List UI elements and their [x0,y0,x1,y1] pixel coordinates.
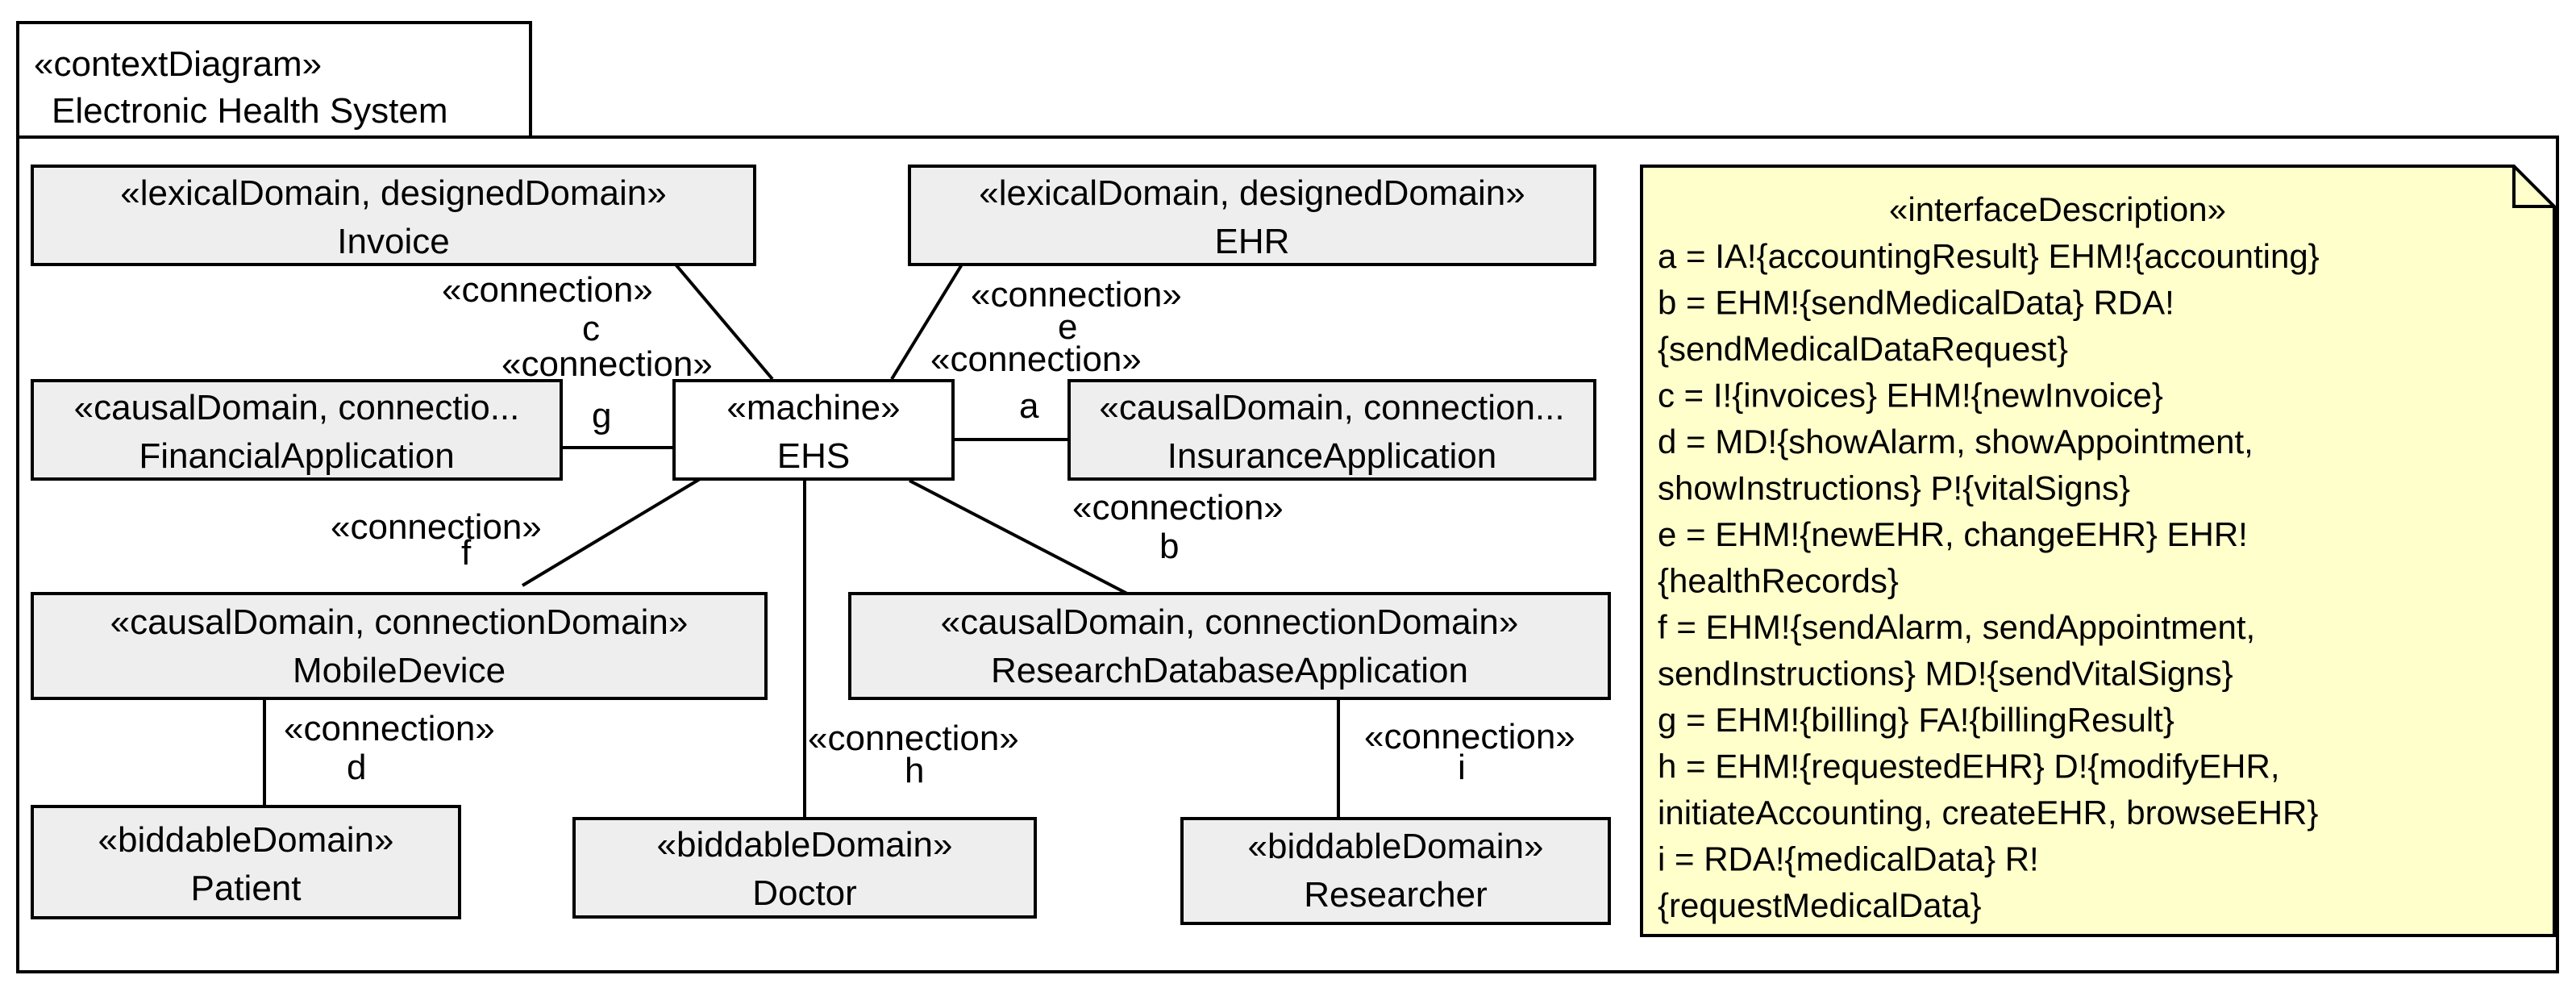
domain-doctor-stereotype: «biddableDomain» [657,825,953,865]
interface-description-line: showInstructions} P!{vitalSigns} [1658,469,2130,507]
connection-label-e: e [1058,307,1077,347]
interface-description-line: g = EHM!{billing} FA!{billingResult} [1658,701,2174,739]
connection-stereotype-i: «connection» [1364,717,1575,756]
domain-research-database-application[interactable]: «causalDomain, connectionDomain» Researc… [848,592,1611,700]
frame-title: Electronic Health System [52,91,448,131]
frame-stereotype: «contextDiagram» [34,44,322,84]
domain-researcher-name: Researcher [1304,875,1487,915]
connection-label-g: g [592,396,611,435]
domain-insurance-application-stereotype: «causalDomain, connection... [1099,388,1564,427]
domain-ehr[interactable]: «lexicalDomain, designedDomain» EHR [908,165,1596,266]
interface-description-line: h = EHM!{requestedEHR} D!{modifyEHR, [1658,748,2280,786]
interface-description-line: initiateAccounting, createEHR, browseEHR… [1658,794,2318,831]
domain-machine-stereotype: «machine» [726,388,900,427]
connection-stereotype-b: «connection» [1072,488,1284,527]
interface-description-line: f = EHM!{sendAlarm, sendAppointment, [1658,608,2255,646]
interface-description-line: sendInstructions} MD!{sendVitalSigns} [1658,655,2233,693]
domain-researcher[interactable]: «biddableDomain» Researcher [1180,817,1611,925]
domain-research-database-name: ResearchDatabaseApplication [991,651,1468,690]
connection-stereotype-f: «connection» [331,507,542,547]
domain-mobile-device[interactable]: «causalDomain, connectionDomain» MobileD… [31,592,768,700]
interface-description-line: {sendMedicalDataRequest} [1658,330,2068,368]
domain-financial-application-stereotype: «causalDomain, connectio... [74,388,520,427]
domain-insurance-application[interactable]: «causalDomain, connection... InsuranceAp… [1067,379,1596,481]
domain-financial-application[interactable]: «causalDomain, connectio... FinancialApp… [31,379,563,481]
interface-description-line: b = EHM!{sendMedicalData} RDA! [1658,284,2174,322]
domain-research-database-stereotype: «causalDomain, connectionDomain» [941,602,1519,642]
connection-label-f: f [461,533,472,573]
interface-description-note[interactable]: «interfaceDescription» a = IA!{accountin… [1640,165,2556,937]
interface-description-title: «interfaceDescription» [1889,190,2226,228]
interface-description-lines: a = IA!{accountingResult} EHM!{accountin… [1658,237,2320,924]
domain-patient-stereotype: «biddableDomain» [98,820,394,860]
connection-stereotype-h: «connection» [808,719,1019,758]
connection-label-c: c [582,309,600,348]
domain-invoice[interactable]: «lexicalDomain, designedDomain» Invoice [31,165,756,266]
diagram-frame: «contextDiagram» Electronic Health Syste… [16,21,2559,973]
connection-labels: «connection» c «connection» g «connectio… [284,270,1575,790]
domain-machine-name: EHS [777,436,850,476]
domain-invoice-stereotype: «lexicalDomain, designedDomain» [120,173,667,213]
connection-line-b [909,479,1128,595]
domain-researcher-stereotype: «biddableDomain» [1248,827,1544,866]
domain-mobile-device-stereotype: «causalDomain, connectionDomain» [110,602,689,642]
domain-ehr-name: EHR [1215,222,1290,261]
connection-lines [263,263,1340,819]
connection-line-c [674,263,774,381]
domain-patient-name: Patient [191,869,302,908]
interface-description-line: e = EHM!{newEHR, changeEHR} EHR! [1658,515,2248,553]
domain-patient[interactable]: «biddableDomain» Patient [31,805,461,919]
domain-doctor[interactable]: «biddableDomain» Doctor [572,817,1037,919]
connection-label-b: b [1159,527,1179,566]
domain-doctor-name: Doctor [752,873,857,913]
connection-stereotype-a: «connection» [930,340,1142,379]
connection-label-d: d [347,748,366,787]
domain-invoice-name: Invoice [337,222,449,261]
connection-label-h: h [905,751,924,790]
domain-mobile-device-name: MobileDevice [293,651,506,690]
connection-stereotype-e: «connection» [971,275,1182,315]
connection-line-e [890,263,963,381]
domain-machine-ehs[interactable]: «machine» EHS [672,379,955,481]
interface-description-line: {requestMedicalData} [1658,886,1982,924]
connection-stereotype-g: «connection» [501,344,713,384]
domain-insurance-application-name: InsuranceApplication [1167,436,1496,476]
connection-stereotype-d: «connection» [284,709,495,748]
connection-label-a: a [1019,386,1039,426]
connection-line-f [521,477,701,587]
interface-description-line: c = I!{invoices} EHM!{newInvoice} [1658,377,2163,415]
connection-label-i: i [1458,748,1466,787]
interface-description-line: a = IA!{accountingResult} EHM!{accountin… [1658,237,2320,275]
interface-description-line: {healthRecords} [1658,562,1899,600]
domain-ehr-stereotype: «lexicalDomain, designedDomain» [979,173,1525,213]
connection-stereotype-c: «connection» [442,270,653,310]
domain-financial-application-name: FinancialApplication [139,436,454,476]
interface-description-line: d = MD!{showAlarm, showAppointment, [1658,423,2253,460]
interface-description-line: i = RDA!{medicalData} R! [1658,840,2039,878]
